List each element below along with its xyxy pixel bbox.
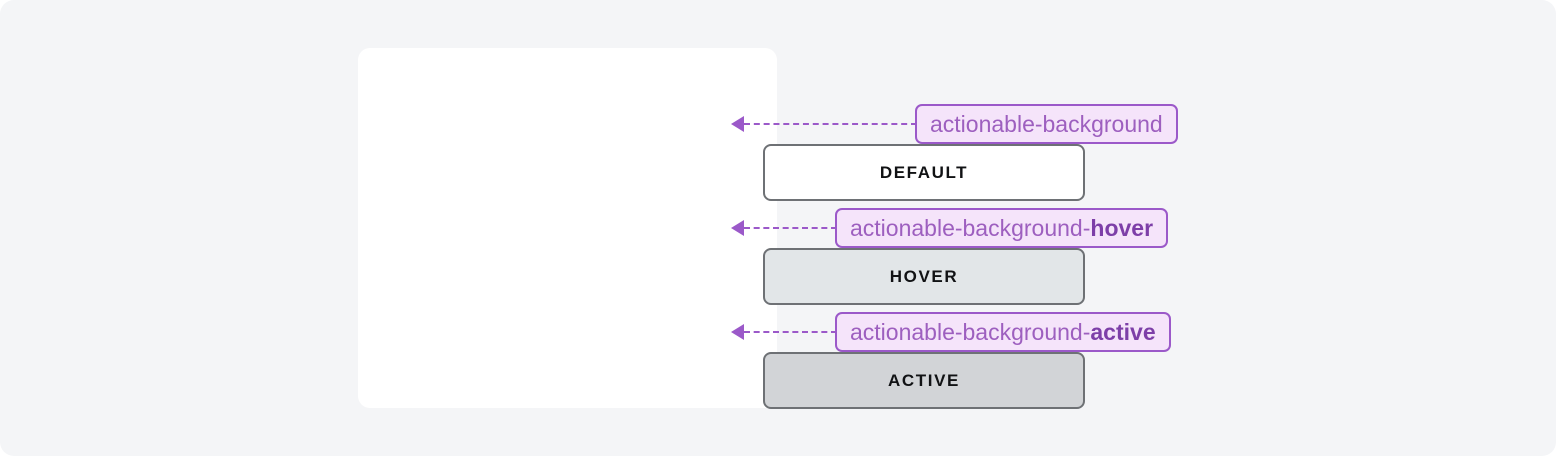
token-badge-hover: actionable-background-hover [835,208,1169,248]
arrow-left-icon [731,220,744,236]
button-state-hover[interactable]: HOVER [763,248,1085,305]
dashed-line [744,123,917,125]
button-state-hover-label: HOVER [889,266,959,286]
token-badge-hover-suffix: hover [1090,214,1154,241]
dashed-line [744,227,837,229]
button-state-active-label: ACTIVE [888,370,960,390]
token-badge-active-suffix: active [1090,318,1156,345]
arrow-left-icon [731,324,744,340]
connector-hover [731,217,837,239]
connector-default [731,113,917,135]
button-state-default-label: DEFAULT [879,162,969,182]
token-badge-default: actionable-background [915,104,1178,144]
token-badge-active-base: actionable-background- [850,318,1091,345]
arrow-left-icon [731,116,744,132]
button-state-active[interactable]: ACTIVE [763,352,1085,409]
button-states-card: DEFAULT HOVER ACTIVE [358,48,1085,409]
dashed-line [744,331,837,333]
connector-active [731,321,837,343]
button-state-default[interactable]: DEFAULT [763,144,1085,201]
token-badge-default-base: actionable-background [930,110,1163,137]
token-badge-active: actionable-background-active [835,312,1171,352]
token-badge-hover-base: actionable-background- [850,214,1091,241]
